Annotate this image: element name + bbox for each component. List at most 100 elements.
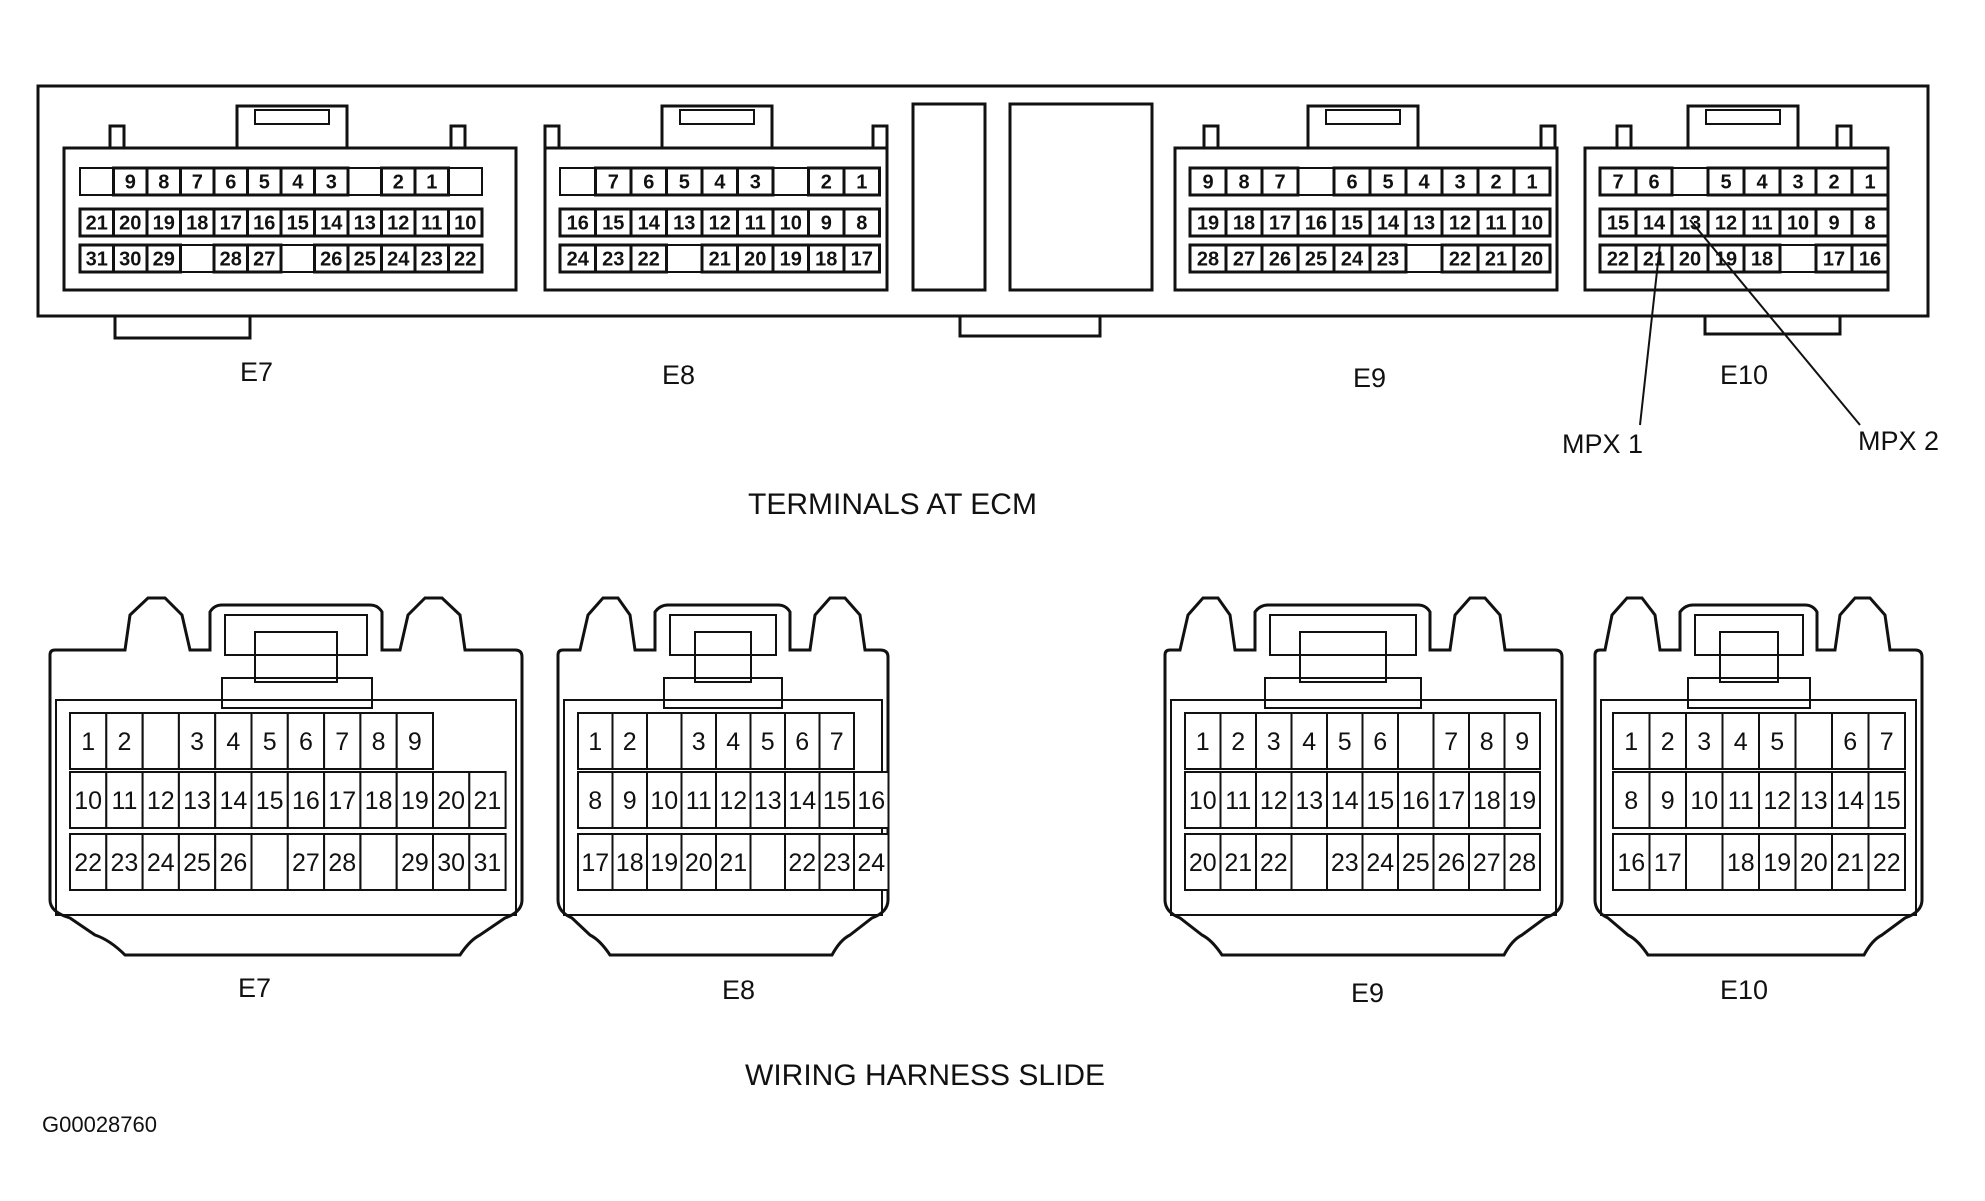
ecm-e7-pin-label: 26 <box>320 249 342 271</box>
mpx2-leader-line <box>1689 219 1861 426</box>
ecm-e9-pin-label: 7 <box>1274 172 1285 194</box>
ecm-e8-pin-label: 19 <box>780 249 802 271</box>
harness-e9-pin-label: 4 <box>1302 728 1316 756</box>
harness-e10-pin-label: 2 <box>1661 728 1675 756</box>
ecm-e7-pin-label: 13 <box>354 213 376 235</box>
ecm-e10-cavity <box>1814 243 1854 274</box>
ecm-e7-pin-label: 18 <box>186 213 208 235</box>
harness-e7-pin-label: 5 <box>263 728 277 756</box>
harness-e7-cavity <box>250 771 289 829</box>
harness-e9-cavity <box>1503 712 1541 770</box>
ecm-e8-cavity <box>665 166 704 197</box>
ecm-e9-pin-label: 9 <box>1202 172 1213 194</box>
harness-e7-pin-label: 1 <box>81 728 95 756</box>
ecm-e7-cavity <box>212 243 249 274</box>
harness-e9-shell <box>1163 596 1564 957</box>
ecm-e9-pin-label: 1 <box>1526 172 1537 194</box>
ecm-e7-pin-label: 2 <box>393 172 404 194</box>
harness-e9-pin-label: 25 <box>1402 849 1430 877</box>
harness-e8-cavity <box>784 771 821 829</box>
harness-e9-pin-label: 27 <box>1473 849 1501 877</box>
ecm-e7-pin-label: 20 <box>119 213 141 235</box>
ecm-e9-pin-label: 3 <box>1454 172 1465 194</box>
harness-e9-cavity <box>1468 833 1506 891</box>
harness-e10-pin-label: 9 <box>1661 787 1675 815</box>
ecm-e9-cavity <box>1368 166 1408 197</box>
ecm-e10-pin-label: 5 <box>1720 172 1731 194</box>
harness-e9-label: E9 <box>1351 978 1384 1008</box>
ecm-e8-cavity <box>772 167 810 196</box>
ecm-e8-pin-label: 15 <box>602 213 624 235</box>
ecm-e9-pin-label: 27 <box>1233 249 1255 271</box>
ecm-e10-pin-label: 19 <box>1715 249 1737 271</box>
harness-e9-cavity <box>1468 771 1506 829</box>
ecm-e9-pin-label: 2 <box>1490 172 1501 194</box>
harness-e8-cavity <box>784 712 821 770</box>
ecm-e10-pin-label: 11 <box>1751 213 1772 235</box>
harness-e10-pin-label: 10 <box>1690 787 1718 815</box>
ecm-e7-pin-label: 21 <box>86 213 108 235</box>
ecm-e8-pin-label: 11 <box>745 213 766 235</box>
ecm-e8-pin-label: 2 <box>821 172 832 194</box>
harness-e8-pin-label: 3 <box>692 728 706 756</box>
harness-e9-cavity <box>1432 712 1470 770</box>
ecm-e7-pin-label: 14 <box>320 213 343 235</box>
harness-e9-cavity <box>1503 771 1541 829</box>
harness-e9-pin-label: 10 <box>1189 787 1217 815</box>
ecm-e9-pin-label: 26 <box>1269 249 1291 271</box>
ecm-e8-cavity <box>736 207 775 238</box>
ecm-e10-cavity <box>1814 207 1854 238</box>
ecm-e7-pin-label: 23 <box>421 249 443 271</box>
harness-e8-pin-label: 11 <box>686 787 712 815</box>
harness-e10-pin-label: 14 <box>1836 787 1864 815</box>
ecm-e9-pin-label: 28 <box>1197 249 1219 271</box>
harness-e10-pin-label: 1 <box>1624 728 1638 756</box>
harness-e9-cavity <box>1290 771 1328 829</box>
ecm-e8-pin-label: 14 <box>638 213 661 235</box>
ecm-e9-cavity <box>1332 207 1372 238</box>
harness-e7-pin-label: 26 <box>219 849 247 877</box>
ecm-e7-pin-label: 11 <box>421 213 442 235</box>
ecm-e10-pin-label: 14 <box>1643 213 1666 235</box>
ecm-e7-cavity <box>246 243 283 274</box>
harness-e9-pin-label: 26 <box>1437 849 1465 877</box>
harness-e10-cavity <box>1648 712 1687 770</box>
harness-e9-pin-label: 20 <box>1189 849 1217 877</box>
harness-e8-pin-label: 7 <box>830 728 844 756</box>
harness-e9-cavity <box>1184 712 1222 770</box>
harness-e9-cavity <box>1397 712 1435 770</box>
ecm-e7-cavity <box>179 244 215 273</box>
ecm-e7-cavity <box>447 207 484 238</box>
ecm-e8-pin-label: 21 <box>709 249 731 271</box>
harness-section-title: WIRING HARNESS SLIDE <box>745 1059 1105 1092</box>
harness-e10-label: E10 <box>1720 975 1768 1005</box>
harness-e10-cavity <box>1758 771 1797 829</box>
ecm-e9-pin-label: 10 <box>1521 213 1543 235</box>
harness-e7-pin-label: 15 <box>256 787 284 815</box>
harness-e8-pin-label: 4 <box>726 728 740 756</box>
ecm-e10-pin-label: 6 <box>1648 172 1659 194</box>
harness-e7-cavity <box>359 771 398 829</box>
harness-e10-cavity <box>1867 771 1906 829</box>
harness-e10-pin-label: 12 <box>1763 787 1791 815</box>
harness-e9-pin-label: 28 <box>1508 849 1536 877</box>
ecm-e8-pin-label: 10 <box>780 213 802 235</box>
harness-e8-cavity <box>680 833 717 891</box>
ecm-e8-cavity <box>665 207 704 238</box>
harness-e9-pin-label: 9 <box>1515 728 1529 756</box>
harness-e10-pin-label: 21 <box>1836 849 1864 877</box>
harness-e7-cavity <box>359 833 398 891</box>
harness-e7-label: E7 <box>238 973 271 1003</box>
harness-e10-pin-label: 5 <box>1770 728 1784 756</box>
harness-e8-pin-label: 12 <box>719 787 747 815</box>
harness-e7-pin-label: 3 <box>190 728 204 756</box>
ecm-e10-cavity <box>1634 207 1674 238</box>
ecm-e10-cavity <box>1706 166 1746 197</box>
harness-e9-pin-label: 5 <box>1338 728 1352 756</box>
ecm-e8-cavity <box>807 243 846 274</box>
harness-e8-label: E8 <box>722 975 755 1005</box>
ecm-e8-pin-label: 3 <box>750 172 761 194</box>
harness-e10-cavity <box>1721 712 1760 770</box>
harness-e7-pin-label: 17 <box>328 787 356 815</box>
harness-e9-cavity <box>1361 771 1399 829</box>
